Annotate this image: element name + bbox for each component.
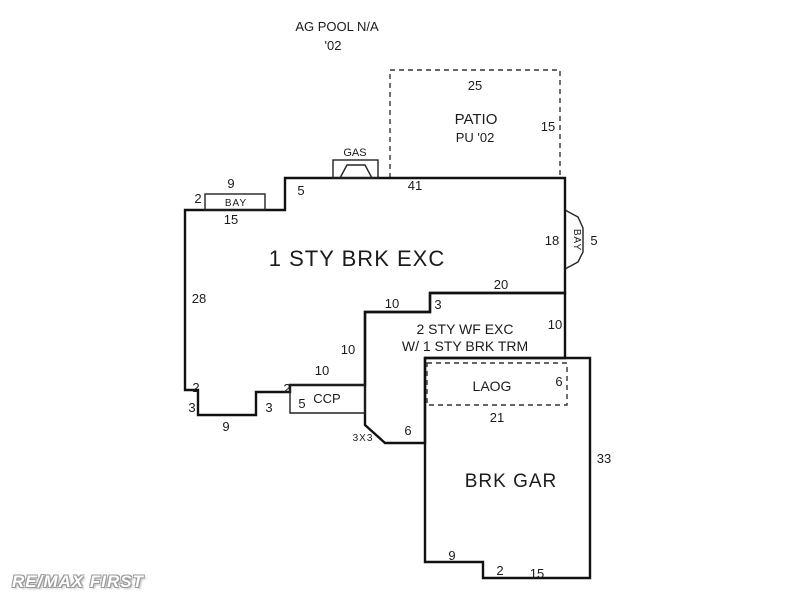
ccp-outline: [289, 384, 366, 414]
ccp-label: CCP: [313, 391, 340, 406]
dim-ccp-step: 2: [283, 381, 290, 396]
dim-two-story-right: 10: [548, 317, 562, 332]
dim-ccp-left: 5: [298, 396, 305, 411]
dim-garage-bottom-left: 9: [448, 548, 455, 563]
dim-main-top-left: 5: [297, 183, 304, 198]
two-story-label-line2: W/ 1 STY BRK TRM: [402, 338, 528, 354]
dim-laog-right: 6: [555, 374, 562, 389]
dim-patio-right: 15: [541, 119, 555, 134]
dim-bl-step-b: 3: [188, 400, 195, 415]
gas-meter-shape: [338, 164, 374, 179]
dim-bay-left-below: 15: [224, 212, 238, 227]
dim-bay-left-depth: 2: [194, 191, 201, 206]
patio-note: PU '02: [456, 130, 495, 145]
dim-garage-right: 33: [597, 451, 611, 466]
dim-garage-bottom-right: 15: [530, 566, 544, 581]
garage-outline: [423, 356, 592, 580]
dim-two-story-top-left: 10: [385, 296, 399, 311]
dim-two-story-left: 10: [341, 342, 355, 357]
bay-right-outline: [564, 209, 584, 270]
dim-main-left: 28: [192, 291, 206, 306]
dim-bl-step-a: 2: [192, 380, 199, 395]
dim-ccp-top: 10: [315, 363, 329, 378]
remax-watermark: RE/MAX FIRST: [12, 572, 144, 591]
dim-bl-step-c: 9: [222, 419, 229, 434]
patio-outline: [389, 69, 561, 178]
dim-bl-step-d: 3: [265, 400, 272, 415]
garage-label: BRK GAR: [465, 471, 558, 492]
dim-main-right: 18: [545, 233, 559, 248]
dim-two-story-top-step: 3: [434, 297, 441, 312]
pool-note-line1: AG POOL N/A: [295, 19, 379, 34]
main-house-label: 1 STY BRK EXC: [269, 246, 445, 271]
dim-main-top: 41: [408, 178, 422, 193]
gas-label: GAS: [343, 147, 366, 159]
dim-laog-bottom: 21: [490, 410, 504, 425]
dim-garage-step: 2: [496, 563, 503, 578]
laog-label: LAOG: [473, 378, 512, 394]
dim-bay-left-width: 9: [227, 176, 234, 191]
dim-corner-cut: 3X3: [353, 433, 374, 444]
two-story-outline: [363, 291, 567, 445]
bay-left-outline: [204, 193, 266, 211]
pool-note-line2: '02: [325, 38, 342, 53]
two-story-label-line1: 2 STY WF EXC: [417, 321, 514, 337]
bay-right-label: BAY: [571, 229, 582, 251]
dim-bay-right-width: 5: [590, 233, 597, 248]
bay-left-label: BAY: [225, 198, 247, 209]
patio-label: PATIO: [455, 111, 498, 128]
dim-two-story-top: 20: [494, 277, 508, 292]
laog-outline: [426, 362, 568, 406]
dim-two-story-bottom: 6: [404, 423, 411, 438]
dim-patio-top: 25: [468, 78, 482, 93]
